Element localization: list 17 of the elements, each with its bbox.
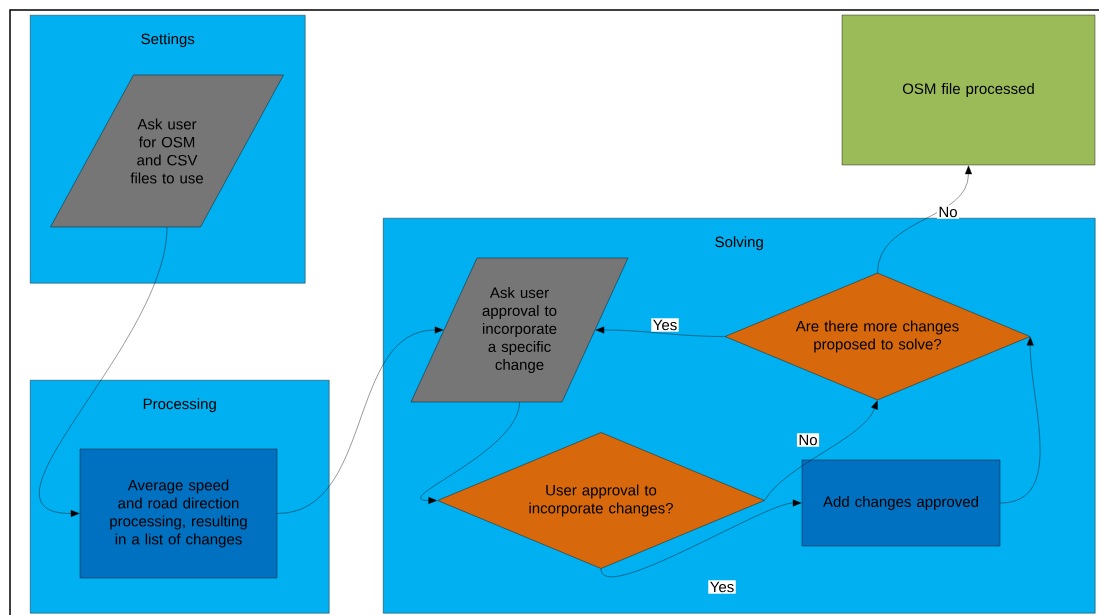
arrow (877, 165, 972, 273)
arrow (40, 227, 168, 517)
arrow (420, 402, 520, 504)
edge-label: No (796, 433, 820, 447)
input-parallelogram: Ask user for OSM and CSV files to use (50, 74, 284, 228)
arrow (600, 499, 802, 577)
edge-label: No (936, 205, 960, 219)
edge-label: Yes (708, 580, 736, 594)
input-parallelogram: Ask user approval to incorporate a specific change (410, 257, 629, 403)
end-box: OSM file processed (841, 14, 1096, 166)
arrow (277, 326, 444, 514)
arrow (595, 326, 725, 337)
arrow (764, 400, 878, 501)
edge-label: Yes (651, 318, 679, 332)
arrow (1000, 336, 1041, 504)
process-box: Average speed and road direction processing, resulting in a list of changes (79, 448, 278, 579)
process-box: Add changes approved (801, 459, 1001, 547)
